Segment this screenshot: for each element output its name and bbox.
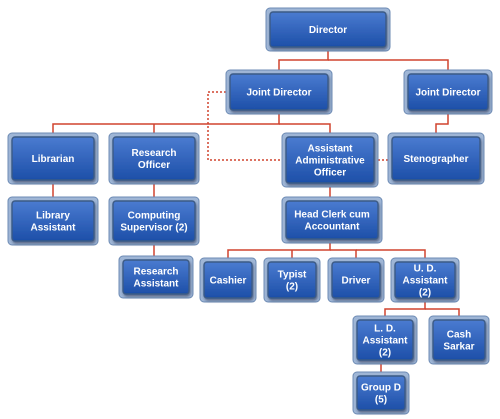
node-label-line: Joint Director bbox=[415, 88, 480, 99]
edge-jd-to-aao-dotted bbox=[207, 91, 286, 161]
node-label-line: Assistant bbox=[30, 223, 76, 234]
node-box bbox=[11, 136, 95, 181]
node-cashier: Cashier bbox=[199, 257, 257, 303]
node-box bbox=[394, 261, 456, 299]
node-label-line: Administrative bbox=[295, 156, 365, 167]
node-box bbox=[356, 319, 414, 361]
edge-director-to-jd2 bbox=[328, 59, 449, 74]
node-label-line: (2) bbox=[286, 282, 298, 293]
node-box bbox=[269, 11, 387, 48]
node-box bbox=[112, 200, 196, 242]
node-label-line: Library bbox=[36, 211, 70, 222]
node-label-line: Cash bbox=[447, 330, 471, 341]
node-label-line: Joint Director bbox=[246, 88, 311, 99]
node-label-line: Typist bbox=[278, 270, 307, 281]
node-box bbox=[203, 261, 253, 299]
node-label-line: Research bbox=[131, 148, 176, 159]
node-driver: Driver bbox=[327, 257, 385, 303]
node-label-line: (2) bbox=[379, 348, 391, 359]
node-box bbox=[356, 375, 406, 411]
node-label-line: Assistant bbox=[133, 279, 179, 290]
node-label-line: Supervisor (2) bbox=[120, 223, 187, 234]
node-box bbox=[285, 136, 375, 184]
node-label-line: Assistant bbox=[402, 276, 448, 287]
node-box bbox=[285, 200, 379, 240]
node-ld-assistant: L. D.Assistant(2) bbox=[352, 315, 418, 365]
node-label-line: Driver bbox=[342, 276, 371, 287]
node-box bbox=[122, 259, 190, 295]
node-label-line: Assistant bbox=[307, 144, 353, 155]
node-label-line: Officer bbox=[138, 160, 170, 171]
node-box bbox=[267, 261, 317, 299]
edge-ud-assistant-to-subordinates bbox=[384, 298, 426, 320]
node-box bbox=[331, 261, 381, 299]
node-label-line: (5) bbox=[375, 395, 387, 406]
node-label-line: Cashier bbox=[210, 276, 247, 287]
node-ud-assistant: U. D.Assistant(2) bbox=[390, 257, 460, 303]
node-label-line: L. D. bbox=[374, 324, 396, 335]
node-joint-director-1: Joint Director bbox=[225, 69, 333, 115]
node-box bbox=[391, 136, 481, 181]
node-box bbox=[11, 200, 95, 242]
node-box bbox=[229, 73, 329, 111]
node-label-line: Sarkar bbox=[443, 342, 474, 353]
edge-director-to-jd bbox=[278, 47, 329, 74]
node-box bbox=[432, 319, 486, 361]
edge-jd-to-level2 bbox=[52, 110, 280, 137]
node-label-line: U. D. bbox=[414, 264, 437, 275]
node-typist: Typist(2) bbox=[263, 257, 321, 303]
node-box bbox=[407, 73, 489, 111]
node-label-line: Assistant bbox=[362, 336, 408, 347]
node-label-line: Research bbox=[133, 267, 178, 278]
node-label-line: Head Clerk cum bbox=[294, 210, 370, 221]
node-stenographer: Stenographer bbox=[387, 132, 485, 185]
node-label-line: Librarian bbox=[32, 154, 75, 165]
node-label-line: Computing bbox=[128, 211, 181, 222]
node-label-line: Director bbox=[309, 25, 347, 36]
node-label-line: Stenographer bbox=[403, 154, 468, 165]
node-librarian: Librarian bbox=[7, 132, 99, 185]
node-label-line: Officer bbox=[314, 168, 346, 179]
edge-jd2-to-stenographer bbox=[435, 110, 449, 137]
node-label-line: Accountant bbox=[305, 222, 361, 233]
node-director: Director bbox=[265, 7, 391, 52]
node-label-line: Group D bbox=[361, 383, 401, 394]
node-group-d: Group D(5) bbox=[352, 371, 410, 415]
node-joint-director-2: Joint Director bbox=[403, 69, 493, 115]
node-label-line: (2) bbox=[419, 288, 431, 299]
edge-head-clerk-to-staff bbox=[227, 239, 331, 262]
node-box bbox=[112, 136, 196, 181]
